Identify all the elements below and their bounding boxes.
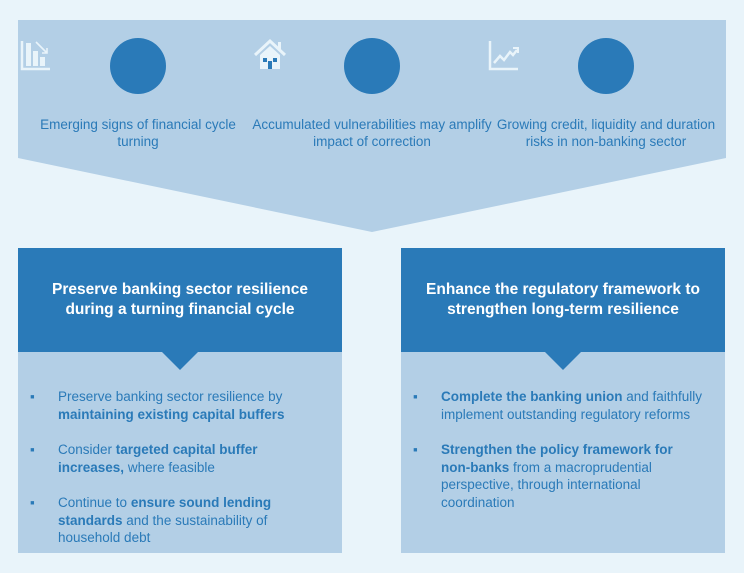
bullet-icon: ▪ — [413, 442, 418, 457]
bullet-text: and faithfully implement outstanding reg… — [441, 389, 703, 422]
banner-chevron-shape — [18, 20, 726, 232]
risk-label: Growing credit, liquidity and duration r… — [496, 117, 716, 149]
bullet-item: ▪ Strengthen the policy framework for non… — [401, 441, 725, 511]
risk-item: Growing credit, liquidity and duration r… — [486, 38, 726, 150]
risks-banner: Emerging signs of financial cycle turnin… — [18, 20, 726, 232]
column-body: ▪ Complete the banking union and faithful… — [401, 352, 725, 553]
bullet-item: ▪ Consider targeted capital buffer increa… — [18, 441, 342, 476]
bullet-text-bold: maintaining existing capital buffers — [58, 406, 285, 422]
risk-item: Emerging signs of financial cycle turnin… — [18, 38, 258, 150]
bullet-text-bold: ensure sound lending standards — [58, 495, 272, 528]
column-body: ▪ Preserve banking sector resilience by m… — [18, 352, 342, 553]
bullet-text: and the sustainability of household debt — [58, 512, 268, 546]
bullet-text: Preserve banking sector resilience by — [58, 389, 283, 404]
bullet-text: Consider — [58, 442, 116, 457]
bullet-text: from a macroprudential perspective, thro… — [441, 459, 652, 510]
bullet-item: ▪ Preserve banking sector resilience by m… — [18, 388, 342, 423]
bullet-icon: ▪ — [30, 495, 35, 510]
declining-bar-chart-icon — [20, 38, 166, 94]
bullet-item: ▪ Complete the banking union and faithful… — [401, 388, 725, 423]
bullet-text-bold: targeted capital buffer increases, — [58, 442, 258, 475]
column-title: Enhance the regulatory framework to stre… — [401, 248, 725, 370]
risk-label: Accumulated vulnerabilities may amplify … — [252, 117, 492, 149]
bullet-text-bold: Strengthen the policy framework for non-… — [441, 442, 673, 475]
rising-line-chart-icon — [488, 38, 634, 94]
risk-item: Accumulated vulnerabilities may amplify … — [252, 38, 492, 150]
house-icon — [253, 38, 400, 94]
policy-column-banking: Preserve banking sector resilience durin… — [18, 248, 342, 553]
column-title: Preserve banking sector resilience durin… — [18, 248, 342, 370]
bullet-text: where feasible — [124, 459, 215, 475]
policy-column-regulatory: Enhance the regulatory framework to stre… — [401, 248, 725, 553]
bullet-text: Continue to — [58, 495, 131, 510]
bullet-icon: ▪ — [413, 389, 418, 404]
bullet-item: ▪ Continue to ensure sound lending standa… — [18, 494, 342, 547]
column-title-text: Preserve banking sector resilience durin… — [52, 281, 308, 318]
risk-label: Emerging signs of financial cycle turnin… — [40, 117, 236, 149]
column-title-text: Enhance the regulatory framework to stre… — [426, 281, 700, 318]
bullet-icon: ▪ — [30, 442, 35, 457]
bullet-text-bold: Complete the banking union — [441, 389, 623, 404]
bullet-icon: ▪ — [30, 389, 35, 404]
